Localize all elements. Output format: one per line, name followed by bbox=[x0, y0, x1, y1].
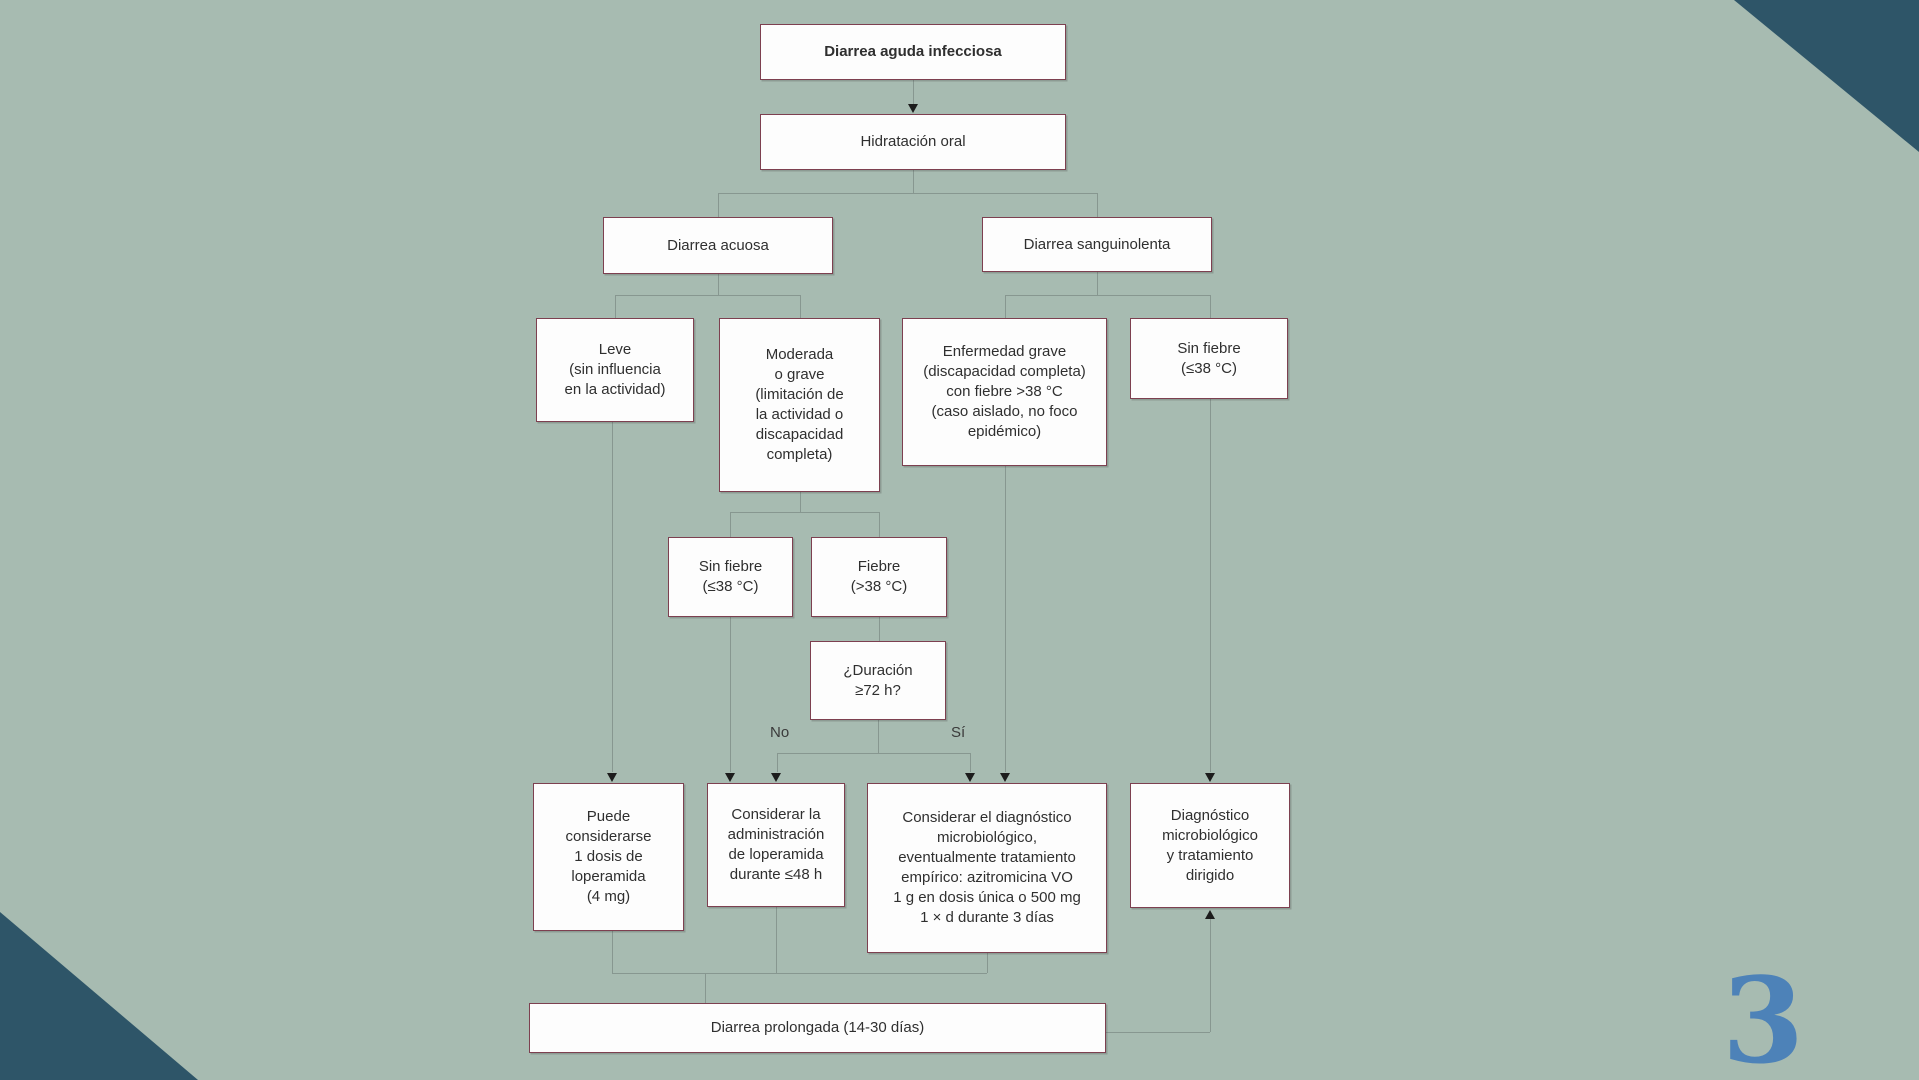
connector-line bbox=[1106, 1032, 1210, 1033]
connector-line bbox=[970, 753, 971, 772]
connector-line bbox=[879, 512, 880, 537]
page-number: 3 bbox=[1722, 951, 1805, 1080]
node-leve: Leve (sin influencia en la actividad) bbox=[536, 318, 694, 422]
connector-line bbox=[718, 193, 1097, 194]
arrowhead-up-icon bbox=[1205, 910, 1215, 919]
connector-line bbox=[777, 753, 970, 754]
arrowhead-down-icon bbox=[607, 773, 617, 782]
connector-line bbox=[1210, 295, 1211, 318]
node-hidratacion-oral: Hidratación oral bbox=[760, 114, 1066, 170]
node-diarrea-aguda-infecciosa: Diarrea aguda infecciosa bbox=[760, 24, 1066, 80]
connector-line bbox=[705, 973, 706, 1003]
arrowhead-down-icon bbox=[1205, 773, 1215, 782]
corner-triangle-bottom-left bbox=[0, 912, 198, 1080]
connector-line bbox=[615, 295, 800, 296]
corner-triangle-top-right bbox=[1734, 0, 1919, 152]
node-diarrea-prolongada: Diarrea prolongada (14-30 días) bbox=[529, 1003, 1106, 1053]
connector-line bbox=[878, 720, 879, 753]
connector-line bbox=[730, 617, 731, 772]
node-diarrea-sanguinolenta: Diarrea sanguinolenta bbox=[982, 217, 1212, 272]
arrowhead-down-icon bbox=[965, 773, 975, 782]
connector-line bbox=[718, 193, 719, 217]
connector-line bbox=[913, 170, 914, 193]
node-duracion-72h: ¿Duración ≥72 h? bbox=[810, 641, 946, 720]
connector-line bbox=[1005, 295, 1210, 296]
connector-line bbox=[1005, 295, 1006, 318]
node-sin-fiebre-media: Sin fiebre (≤38 °C) bbox=[668, 537, 793, 617]
connector-line bbox=[776, 907, 777, 973]
node-diarrea-acuosa: Diarrea acuosa bbox=[603, 217, 833, 274]
node-fiebre: Fiebre (>38 °C) bbox=[811, 537, 947, 617]
connector-line bbox=[1210, 919, 1211, 1032]
connector-line bbox=[612, 422, 613, 772]
arrowhead-down-icon bbox=[771, 773, 781, 782]
connector-line bbox=[1005, 466, 1006, 772]
connector-line bbox=[615, 295, 616, 318]
connector-line bbox=[612, 973, 987, 974]
connector-line bbox=[730, 512, 731, 537]
node-diagnostico-tratamiento-dirigido: Diagnóstico microbiológico y tratamiento… bbox=[1130, 783, 1290, 908]
connector-line bbox=[879, 617, 880, 641]
arrowhead-down-icon bbox=[908, 104, 918, 113]
connector-line bbox=[800, 295, 801, 318]
connector-line bbox=[800, 492, 801, 512]
node-puede-considerarse-loperamida: Puede considerarse 1 dosis de loperamida… bbox=[533, 783, 684, 931]
connector-line bbox=[987, 953, 988, 973]
node-moderada-o-grave: Moderada o grave (limitación de la activ… bbox=[719, 318, 880, 492]
node-sin-fiebre-derecha: Sin fiebre (≤38 °C) bbox=[1130, 318, 1288, 399]
connector-line bbox=[1097, 272, 1098, 295]
node-considerar-administracion-loperamida: Considerar la administración de loperami… bbox=[707, 783, 845, 907]
arrowhead-down-icon bbox=[725, 773, 735, 782]
node-enfermedad-grave: Enfermedad grave (discapacidad completa)… bbox=[902, 318, 1107, 466]
connector-line bbox=[612, 931, 613, 973]
connector-line bbox=[913, 80, 914, 110]
connector-line bbox=[777, 753, 778, 772]
connector-line bbox=[1097, 193, 1098, 217]
connector-line bbox=[718, 274, 719, 295]
edge-label-si: Sí bbox=[951, 724, 966, 741]
connector-line bbox=[730, 512, 879, 513]
node-considerar-diagnostico-microbiologico: Considerar el diagnóstico microbiológico… bbox=[867, 783, 1107, 953]
arrowhead-down-icon bbox=[1000, 773, 1010, 782]
edge-label-no: No bbox=[770, 724, 790, 741]
connector-line bbox=[1210, 399, 1211, 772]
